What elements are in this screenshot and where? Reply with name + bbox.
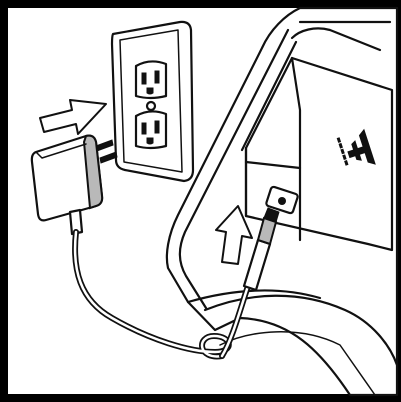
outlet-socket-top [136, 61, 166, 98]
wall-outlet-icon [112, 22, 193, 181]
outlet-socket-bottom [136, 111, 166, 148]
